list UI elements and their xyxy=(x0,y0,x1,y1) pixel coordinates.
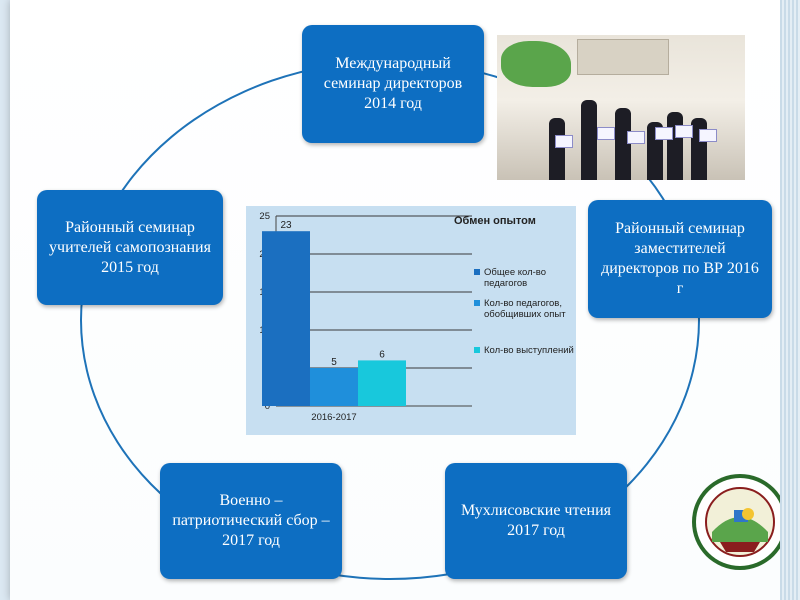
box-district-selfknowledge-text: Районный семинар учителей самопознания 2… xyxy=(49,218,211,276)
photo-student xyxy=(615,108,631,180)
legend-swatch-total xyxy=(474,269,480,275)
legend-item-speeches: Кол-во выступлений xyxy=(474,345,574,356)
bar xyxy=(310,368,358,406)
photo-wall-map xyxy=(501,41,571,87)
photo-student xyxy=(691,118,707,180)
legend-swatch-shared xyxy=(474,300,480,306)
photo-certificate xyxy=(627,131,645,144)
box-district-selfknowledge-seminar: Районный семинар учителей самопознания 2… xyxy=(37,190,223,305)
box-deputy-directors-seminar: Районный семинар заместителей директоров… xyxy=(588,200,772,318)
experience-exchange-chart: 051015202523562016-2017 Обмен опытом Общ… xyxy=(246,206,576,435)
decorative-strip xyxy=(780,0,800,600)
legend-item-total-teachers: Общее кол-во педагогов xyxy=(474,267,574,289)
photo-student xyxy=(581,100,597,180)
chart-title: Обмен опытом xyxy=(454,215,536,227)
legend-item-shared-experience: Кол-во педагогов, обобщивших опыт xyxy=(474,298,574,320)
box-international-line2: семинар директоров xyxy=(323,75,463,92)
school-logo xyxy=(692,474,788,570)
bar xyxy=(262,231,310,406)
slide: Международный семинар директоров 2014 го… xyxy=(10,0,788,600)
box-mukhlisov-readings: Мухлисовские чтения 2017 год xyxy=(445,463,627,579)
legend-label-total: Общее кол-во педагогов xyxy=(484,267,547,289)
bar xyxy=(358,360,406,406)
chart-svg: 051015202523562016-2017 xyxy=(259,211,472,423)
y-tick-label: 0 xyxy=(265,401,270,412)
data-label: 6 xyxy=(379,349,385,360)
x-tick-label: 2016-2017 xyxy=(311,412,356,423)
photo-certificate xyxy=(597,127,615,140)
box-deputy-directors-text: Районный семинар заместителей директоров… xyxy=(601,220,759,297)
students-photo xyxy=(497,35,745,180)
box-international-line1: Международный xyxy=(335,55,451,72)
legend-label-shared: Кол-во педагогов, обобщивших опыт xyxy=(484,298,566,320)
box-military-patriotic-camp: Военно – патриотический сбор – 2017 год xyxy=(160,463,342,579)
photo-student xyxy=(549,118,565,180)
legend-label-speeches: Кол-во выступлений xyxy=(484,345,574,356)
box-international-line3: 2014 год xyxy=(364,95,422,112)
data-label: 5 xyxy=(331,357,337,368)
box-international-seminar: Международный семинар директоров 2014 го… xyxy=(302,25,484,143)
photo-certificate xyxy=(655,127,673,140)
photo-certificate xyxy=(699,129,717,142)
data-label: 23 xyxy=(280,220,292,231)
photo-student xyxy=(667,112,683,180)
box-military-patriotic-text: Военно – патриотический сбор – 2017 год xyxy=(172,492,330,549)
photo-certificate xyxy=(675,125,693,138)
photo-wall-board xyxy=(577,39,669,75)
legend-swatch-speeches xyxy=(474,347,480,353)
box-mukhlisov-text: Мухлисовские чтения 2017 год xyxy=(460,502,612,539)
y-tick-label: 25 xyxy=(259,211,270,222)
photo-certificate xyxy=(555,135,573,148)
